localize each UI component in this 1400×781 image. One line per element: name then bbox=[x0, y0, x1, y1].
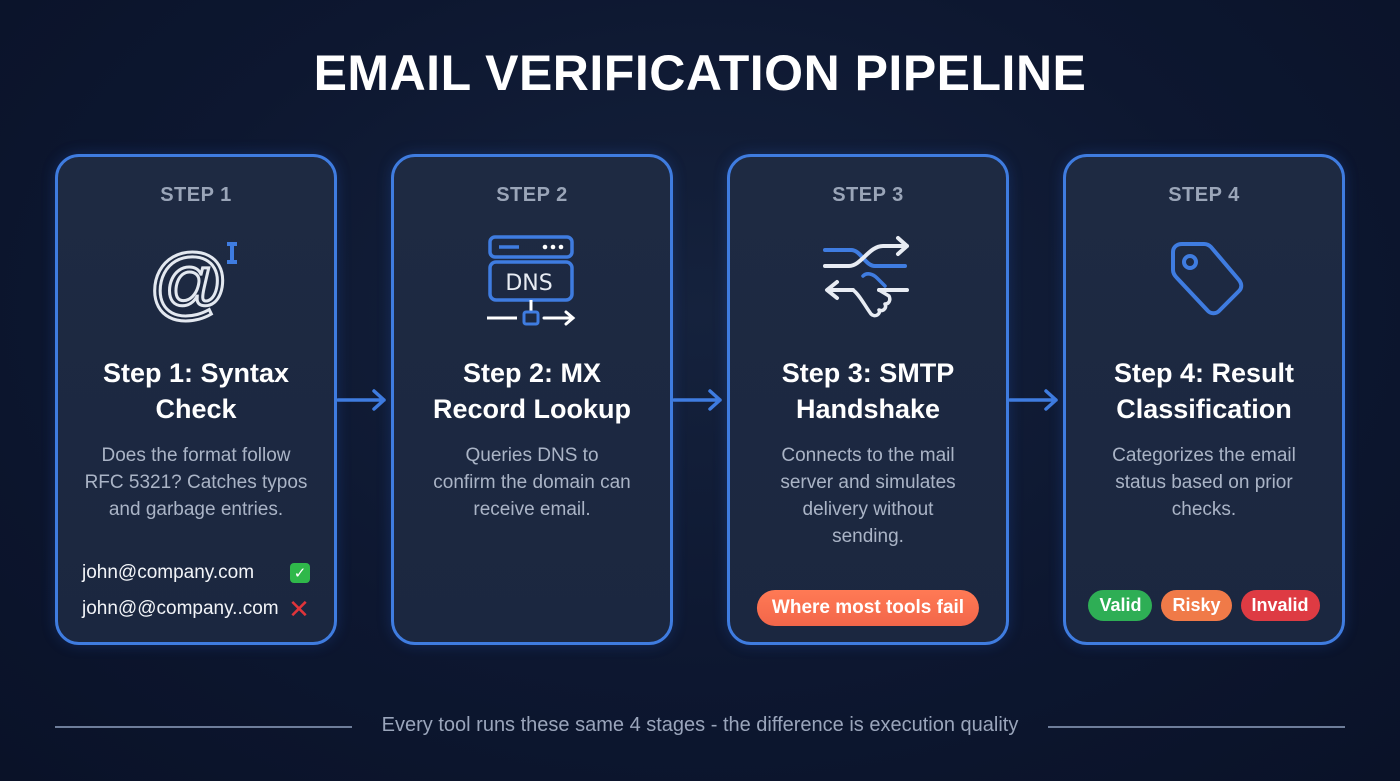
arrow-right-icon bbox=[1008, 389, 1058, 411]
dns-server-icon: DNS bbox=[487, 235, 576, 326]
example-invalid: john@@company..com ✕ bbox=[82, 594, 310, 624]
footer-caption: Every tool runs these same 4 stages - th… bbox=[381, 714, 1019, 736]
svg-text:DNS: DNS bbox=[505, 271, 552, 296]
check-icon: ✓ bbox=[290, 563, 310, 583]
arrow-right-icon bbox=[672, 389, 722, 411]
svg-text:@: @ bbox=[148, 238, 229, 327]
badge-valid: Valid bbox=[1088, 590, 1153, 621]
at-sign-cursor-icon: @ bbox=[147, 237, 237, 329]
example-valid: john@company.com ✓ bbox=[82, 555, 310, 591]
page-title: EMAIL VERIFICATION PIPELINE bbox=[313, 45, 1087, 101]
arrow-right-icon bbox=[336, 389, 386, 411]
step-label: STEP 4 bbox=[1168, 184, 1240, 206]
result-badges: Valid Risky Invalid bbox=[1066, 590, 1342, 621]
handshake-icon bbox=[823, 236, 909, 318]
step-label: STEP 2 bbox=[496, 184, 568, 206]
tag-icon bbox=[1171, 242, 1244, 316]
footer-divider-left bbox=[55, 726, 352, 728]
footer-divider-right bbox=[1048, 726, 1345, 728]
warning-callout: Where most tools fail bbox=[756, 590, 980, 626]
badge-invalid: Invalid bbox=[1240, 590, 1320, 621]
syntax-examples: john@company.com ✓ john@@company..com ✕ bbox=[82, 555, 310, 627]
badge-risky: Risky bbox=[1161, 590, 1232, 621]
step-label: STEP 1 bbox=[160, 184, 232, 206]
step-label: STEP 3 bbox=[832, 184, 904, 206]
cross-icon: ✕ bbox=[288, 594, 310, 624]
